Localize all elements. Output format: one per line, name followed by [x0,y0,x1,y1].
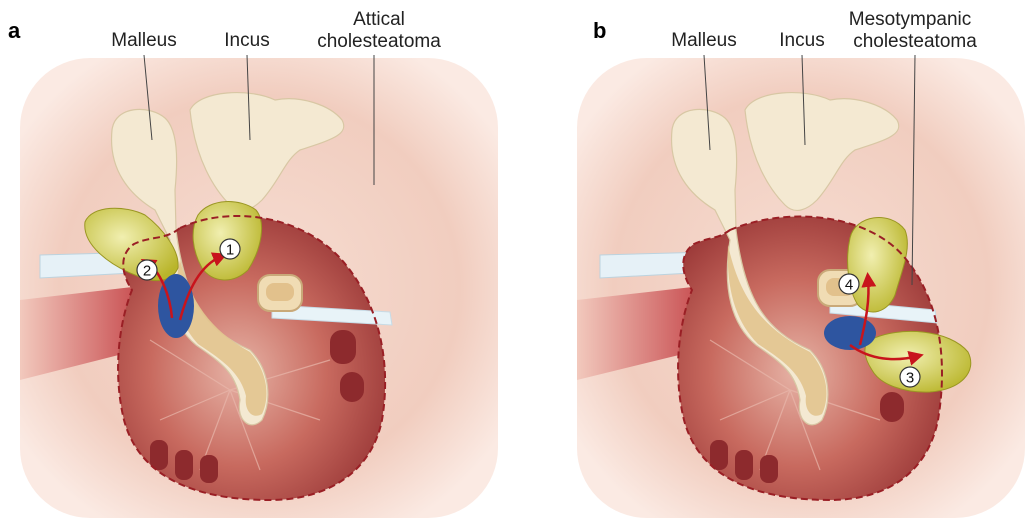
panel-a: 1 2 [20,55,498,518]
panel-a-marker-1-text: 1 [226,242,234,259]
panel-a-marker-2-text: 2 [143,263,151,280]
panel-a-marker-2: 2 [137,260,157,280]
panel-b-marker-4: 4 [839,274,859,294]
panel-b-marker-3-text: 3 [906,370,914,387]
panel-a-stapes [258,275,302,311]
panel-b-tympanic-opening [824,316,876,350]
panel-b: 4 3 [577,55,1025,518]
panel-a-marker-1: 1 [220,239,240,259]
panel-b-marker-3: 3 [900,367,920,387]
panel-b-marker-4-text: 4 [845,277,853,294]
